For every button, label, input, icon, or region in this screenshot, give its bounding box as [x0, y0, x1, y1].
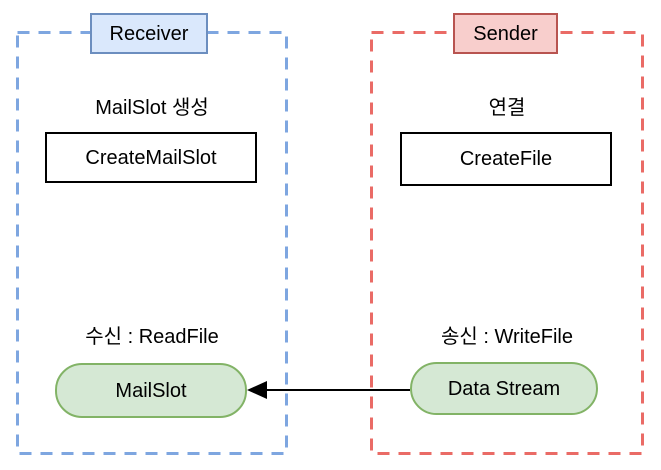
receiver-create-caption: MailSlot 생성: [95, 97, 209, 119]
create-mailslot-box: CreateMailSlot: [45, 132, 257, 183]
sender-group-label: Sender: [453, 13, 558, 54]
receiver-io-caption: 수신 : ReadFile: [85, 326, 219, 348]
mailslot-node: MailSlot: [55, 363, 247, 418]
create-file-box: CreateFile: [400, 132, 612, 186]
data-stream-node: Data Stream: [410, 362, 598, 415]
arrow-datastream-to-mailslot: [247, 381, 410, 399]
sender-create-caption: 연결: [488, 97, 526, 119]
sender-io-caption: 송신 : WriteFile: [441, 326, 573, 348]
receiver-group-label: Receiver: [90, 13, 208, 54]
arrowhead-left-icon: [247, 381, 267, 399]
